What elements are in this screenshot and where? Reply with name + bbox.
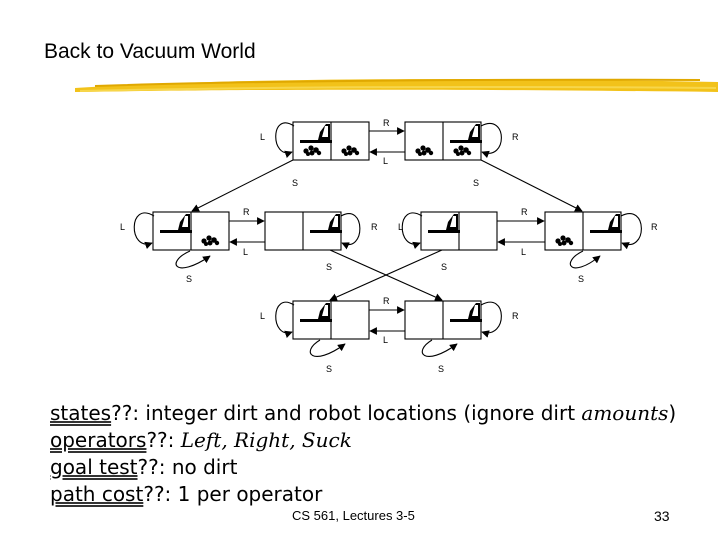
bullet-after: ) <box>668 401 677 425</box>
label-right: R <box>512 311 519 321</box>
loop-right <box>340 213 361 250</box>
label-left: L <box>383 335 388 345</box>
label-right: R <box>521 207 528 217</box>
bullet-italic: Left, Right, Suck <box>180 428 352 452</box>
loop-left <box>275 301 295 338</box>
state-t2 <box>404 121 482 161</box>
slide-title: Back to Vacuum World <box>44 40 256 63</box>
loop-right <box>480 123 502 159</box>
page-number: 33 <box>654 508 670 524</box>
bullet-term: goal test <box>50 455 138 479</box>
bullet-list: states??: integer dirt and robot locatio… <box>50 400 676 508</box>
bullet-term: path cost <box>50 482 144 506</box>
loop-suck <box>421 339 458 357</box>
state-m2 <box>264 211 342 251</box>
label-suck: S <box>292 178 298 188</box>
loop-suck <box>569 250 601 269</box>
loop-suck <box>309 339 346 357</box>
label-left: L <box>383 156 388 166</box>
loop-left <box>133 212 155 250</box>
bullet-mark: ??: <box>143 482 172 506</box>
bullet-mark: ??: <box>111 401 140 425</box>
transition-suck <box>191 159 294 212</box>
loop-left <box>275 122 295 158</box>
loop-left <box>401 212 423 250</box>
bullet-mark: ??: <box>137 455 166 479</box>
loop-right <box>480 301 502 338</box>
bullet-states: states??: integer dirt and robot locatio… <box>50 400 676 427</box>
state-m3 <box>420 211 498 251</box>
label-right: R <box>243 207 250 217</box>
label-suck: S <box>578 274 584 284</box>
label-left: L <box>260 132 265 142</box>
label-right: R <box>371 222 378 232</box>
transition-suck <box>480 159 583 212</box>
label-suck: S <box>186 274 192 284</box>
bullet-term: operators <box>50 428 147 452</box>
label-right: R <box>383 296 390 306</box>
label-left: L <box>521 247 526 257</box>
footer-text: CS 561, Lectures 3-5 <box>292 508 415 523</box>
bullet-path-cost: path cost??: 1 per operator <box>50 481 676 508</box>
bullet-goal-test: goal test??: no dirt <box>50 454 676 481</box>
bullet-operators: operators??: Left, Right, Suck <box>50 427 676 454</box>
state-m4 <box>544 211 622 251</box>
state-b2 <box>404 300 482 340</box>
loop-suck <box>175 250 211 269</box>
bullet-text: 1 per operator <box>171 482 323 506</box>
label-left: L <box>120 222 125 232</box>
label-suck: S <box>441 262 447 272</box>
label-left: L <box>260 311 265 321</box>
label-suck: S <box>326 364 332 374</box>
label-right: R <box>383 118 390 128</box>
label-left: L <box>398 222 403 232</box>
bullet-mark: ??: <box>146 428 175 452</box>
label-suck: S <box>326 262 332 272</box>
transition-suck <box>329 249 443 301</box>
bullet-term: states <box>50 401 112 425</box>
label-right: R <box>512 132 519 142</box>
label-left: L <box>243 247 248 257</box>
label-suck: S <box>473 178 479 188</box>
state-b1 <box>292 300 370 340</box>
bullet-text: integer dirt and robot locations (ignore… <box>139 401 582 425</box>
state-m1 <box>152 211 230 251</box>
label-right: R <box>651 222 658 232</box>
bullet-text: no dirt <box>165 455 238 479</box>
label-suck: S <box>438 364 444 374</box>
bullet-italic: amounts <box>581 401 669 425</box>
state-t1 <box>292 121 370 161</box>
loop-right <box>620 213 642 250</box>
